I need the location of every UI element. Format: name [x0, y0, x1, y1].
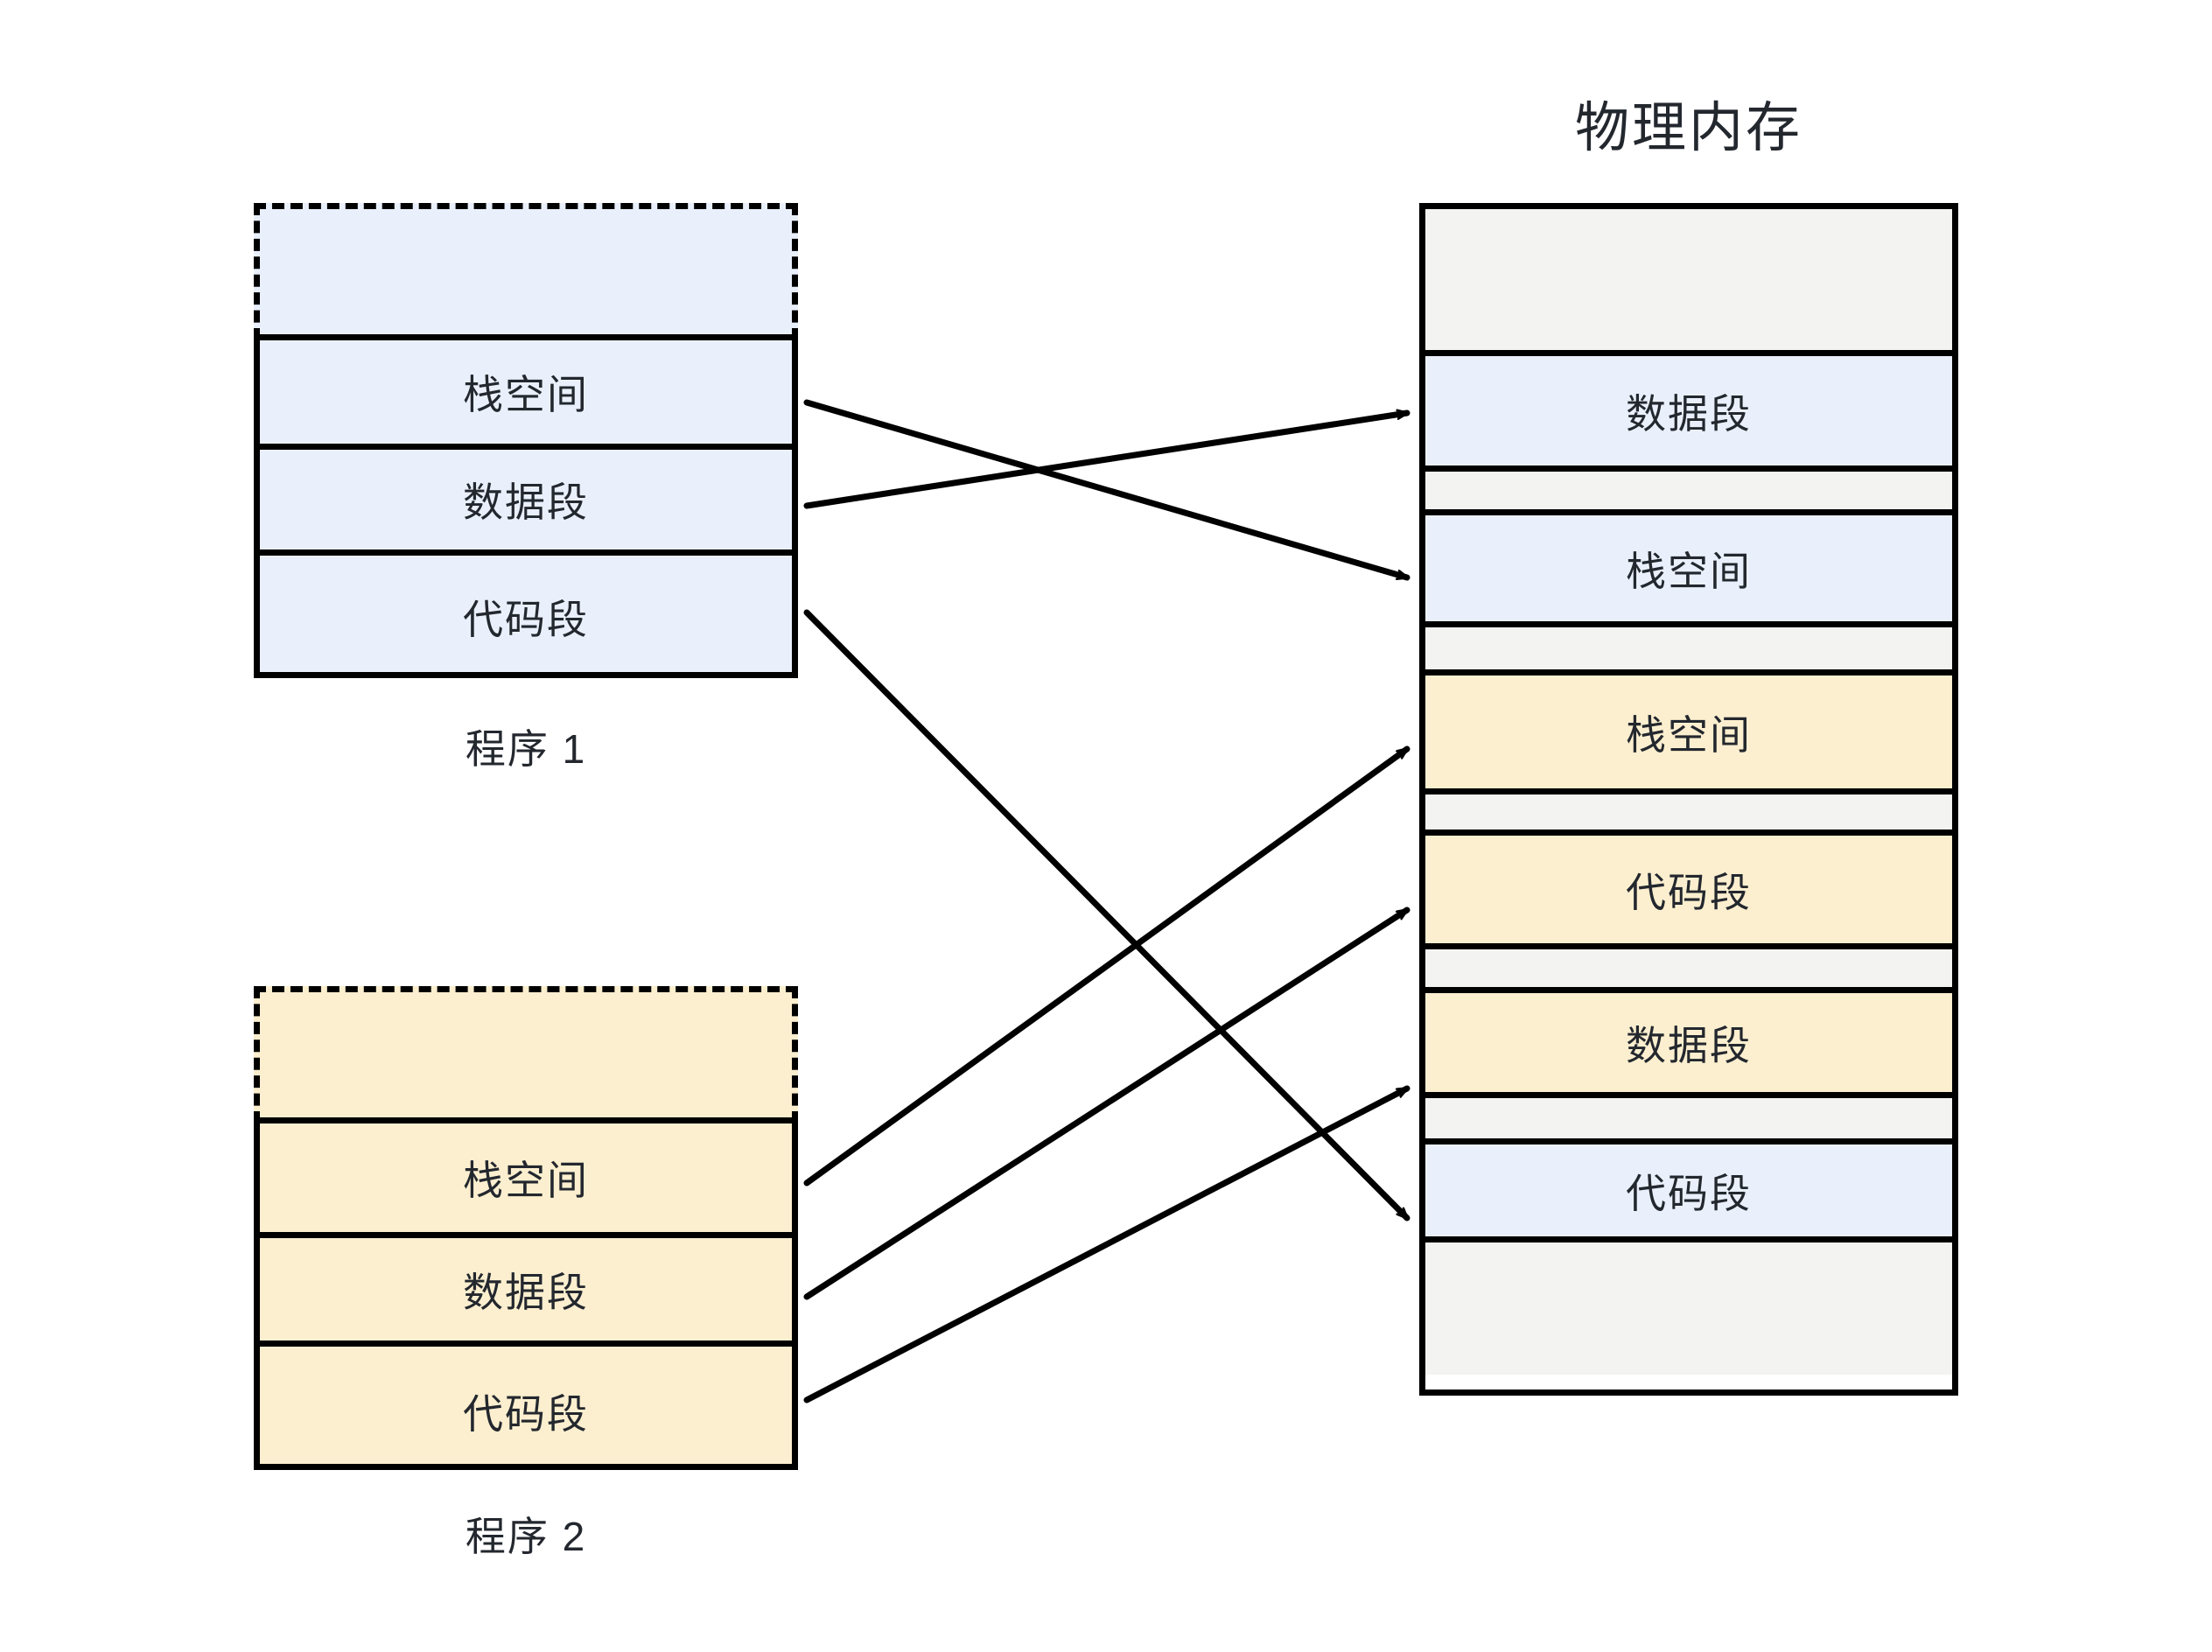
physical-segment-code-program1: 代码段: [1425, 1138, 1952, 1236]
program-1-block: 栈空间 数据段 代码段: [254, 203, 798, 678]
physical-segment-free-2: [1425, 466, 1952, 509]
program-1-segment-data: 数据段: [260, 444, 792, 550]
arrow-p1-stack-to-physical-stack: [803, 399, 1410, 581]
physical-segment-code-program2: 代码段: [1425, 830, 1952, 943]
program-1-segment-stack-label: 栈空间: [463, 372, 589, 417]
physical-segment-stack-program1-label: 栈空间: [1626, 548, 1752, 594]
physical-segment-data-program1-label: 数据段: [1626, 390, 1752, 437]
program-2-segment-data: 数据段: [260, 1232, 792, 1340]
physical-segment-code-program2-label: 代码段: [1626, 869, 1752, 915]
physical-segment-data-program2-label: 数据段: [1626, 1022, 1752, 1068]
arrow-p2-data-to-physical-code: [803, 906, 1410, 1300]
program-1-segment-stack: 栈空间: [260, 340, 792, 444]
program-2-block: 栈空间 数据段 代码段: [254, 986, 798, 1470]
physical-segment-data-program1: 数据段: [1425, 350, 1952, 466]
program-1-segment-code-label: 代码段: [463, 597, 589, 642]
physical-memory-block: 数据段 栈空间 栈空间 代码段 数据段 代码段: [1419, 203, 1958, 1396]
program-1-title: 程序 1: [465, 726, 587, 772]
physical-segment-free-4: [1425, 788, 1952, 830]
program-1-segments: 栈空间 数据段 代码段: [254, 334, 798, 678]
arrow-p2-code-to-physical-data: [803, 1085, 1410, 1404]
physical-segment-free-7: [1425, 1236, 1952, 1375]
program-2-segment-stack: 栈空间: [260, 1124, 792, 1232]
program-2-segment-code: 代码段: [260, 1340, 792, 1476]
program-1-reserved-area: [254, 203, 798, 340]
physical-segment-free-5: [1425, 943, 1952, 987]
arrow-p2-stack-to-physical-stack: [803, 746, 1410, 1186]
program-2-title: 程序 2: [465, 1514, 587, 1559]
program-2-segment-code-label: 代码段: [463, 1391, 589, 1437]
physical-segment-stack-program1: 栈空间: [1425, 509, 1952, 621]
program-2-segment-data-label: 数据段: [463, 1269, 589, 1315]
program-2-reserved-area: [254, 986, 798, 1124]
physical-segment-stack-program2: 栈空间: [1425, 669, 1952, 788]
physical-segment-free-6: [1425, 1092, 1952, 1138]
physical-segment-stack-program2-label: 栈空间: [1626, 711, 1752, 758]
physical-memory-title: 物理内存: [1574, 98, 1802, 158]
program-1-segment-data-label: 数据段: [463, 480, 589, 525]
program-2-segment-stack-label: 栈空间: [463, 1158, 589, 1203]
arrow-p1-code-to-physical-code: [803, 609, 1410, 1222]
arrow-p1-data-to-physical-data: [803, 413, 1410, 509]
program-1-segment-code: 代码段: [260, 550, 792, 678]
physical-segment-free-3: [1425, 621, 1952, 669]
physical-segment-free-1: [1425, 209, 1952, 350]
program-2-segments: 栈空间 数据段 代码段: [254, 1117, 798, 1470]
physical-segment-code-program1-label: 代码段: [1626, 1170, 1752, 1216]
physical-segment-data-program2: 数据段: [1425, 987, 1952, 1092]
